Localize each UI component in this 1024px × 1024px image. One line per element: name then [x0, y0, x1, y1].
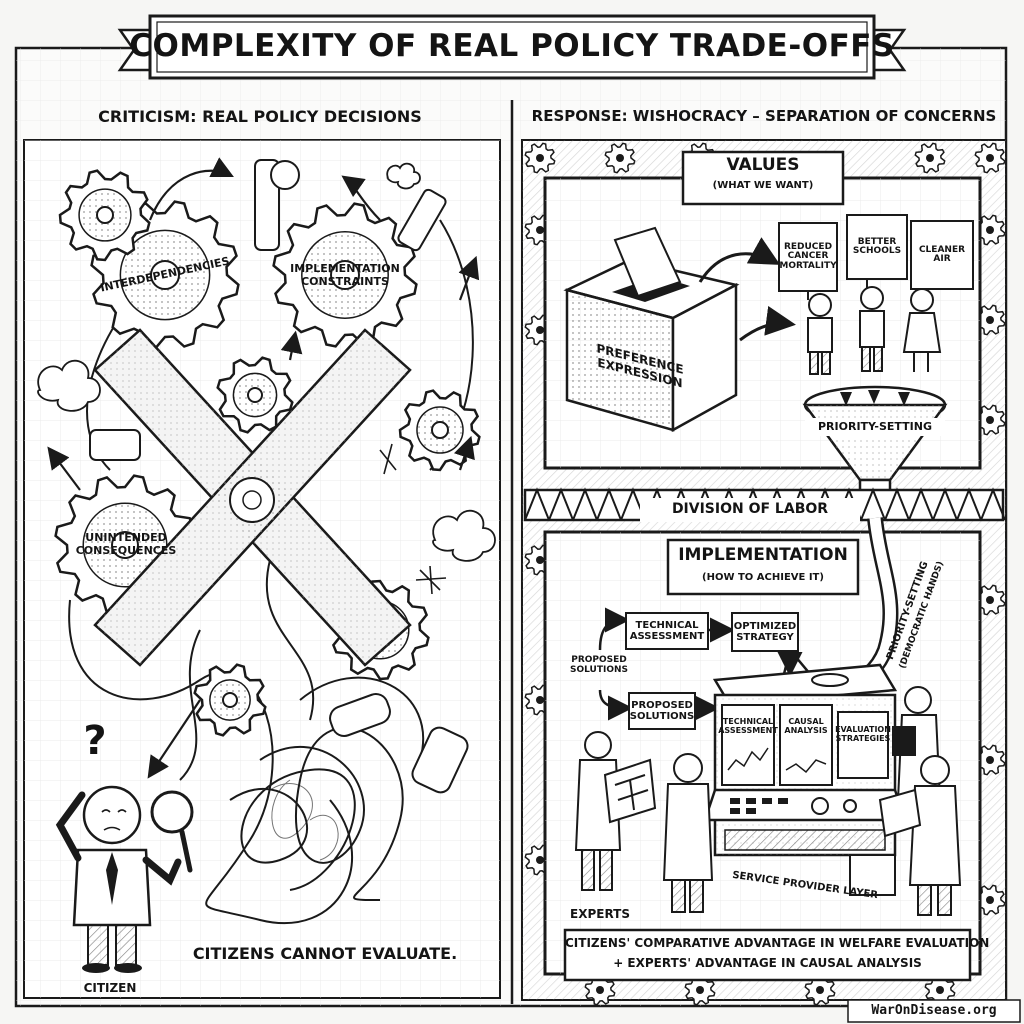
chaos-arrows: [47, 157, 480, 779]
control-machine: [703, 663, 907, 896]
flow-proposed-solutions-2: PROPOSED SOLUTIONS: [628, 692, 696, 730]
implementation-banner: [666, 538, 860, 596]
border-gear: [974, 142, 1006, 174]
implementation-subtitle: (HOW TO ACHIEVE IT): [702, 572, 824, 583]
gear-label-unintended-consequences: UNINTENDED CONSEQUENCES: [75, 531, 177, 557]
magnifying-glass-icon: [150, 790, 194, 873]
implementation-title: IMPLEMENTATION: [678, 545, 848, 565]
ballot-arrows: [698, 237, 796, 342]
sign-cleaner-air: CLEANER AIR: [910, 220, 974, 290]
expert-figures: [574, 686, 962, 916]
border-gear: [604, 142, 636, 174]
border-gear: [524, 142, 556, 174]
gear-hub: [96, 206, 114, 224]
citizen-label: CITIZEN: [83, 981, 137, 995]
small-gear: [216, 356, 294, 434]
gear-hub: [111, 531, 139, 559]
left-panel: [23, 139, 501, 999]
gear-hub: [150, 260, 180, 290]
sign-better-schools: BETTER SCHOOLS: [846, 214, 908, 280]
screen-technical-assessment: TECHNICAL ASSESSMENT: [718, 716, 778, 735]
flow-proposed-solutions-1: PROPOSED SOLUTIONS: [569, 654, 628, 675]
big-x-mark: [93, 328, 412, 667]
flow-optimized-strategy: OPTIMIZED STRATEGY: [731, 612, 799, 652]
citizen-figure: [55, 785, 182, 973]
division-of-labor-bridge: [523, 487, 1006, 522]
tool-shapes: [89, 159, 469, 794]
right-heading: RESPONSE: WISHOCRACY – SEPARATION OF CON…: [531, 107, 997, 125]
gear-interdependencies: [90, 200, 240, 350]
smoke-clouds: [37, 162, 496, 562]
bottom-statement-line-1: CITIZENS' COMPARATIVE ADVANTAGE IN WELFA…: [565, 936, 990, 950]
bridge-label: DIVISION OF LABOR: [671, 500, 829, 517]
values-title: VALUES: [726, 155, 800, 175]
screen-causal-analysis: CAUSAL ANALYSIS: [784, 716, 828, 735]
flow-technical-assessment: TECHNICAL ASSESSMENT: [625, 612, 709, 650]
gear-hub: [431, 421, 449, 439]
gear-hub: [247, 387, 263, 403]
watermark-box: [847, 999, 1021, 1023]
gear-implementation-constraints: [272, 202, 418, 348]
small-gear: [58, 169, 151, 262]
border-gear: [974, 404, 1006, 436]
sparks: [379, 443, 447, 595]
people-with-signs: [807, 270, 942, 375]
left-caption: CITIZENS CANNOT EVALUATE.: [192, 944, 458, 963]
experts-label: EXPERTS: [570, 907, 630, 921]
values-banner: [681, 150, 845, 206]
funnel-label: PRIORITY-SETTING: [805, 418, 945, 436]
values-subtitle: (WHAT WE WANT): [712, 180, 814, 191]
sign-reduced-cancer-mortality: REDUCED CANCER MORTALITY: [778, 222, 838, 292]
border-gear: [974, 584, 1006, 616]
gear-hub: [330, 260, 360, 290]
bottom-statement-line-2: + EXPERTS' ADVANTAGE IN CAUSAL ANALYSIS: [613, 956, 922, 970]
watermark: WarOnDisease.org: [871, 1002, 997, 1018]
left-heading: CRITICISM: REAL POLICY DECISIONS: [98, 107, 422, 126]
question-mark-icon: ?: [83, 718, 107, 764]
bottom-statement-box: [563, 928, 972, 982]
border-gear: [914, 142, 946, 174]
ballot-box: [563, 226, 740, 433]
page-title: COMPLEXITY OF REAL POLICY TRADE-OFFS: [129, 28, 895, 65]
gear-label-implementation-constraints: IMPLEMENTATION CONSTRAINTS: [290, 262, 400, 288]
title-banner: [117, 14, 907, 80]
gear-hub: [222, 692, 238, 708]
small-gear: [193, 663, 267, 737]
screen-evaluation-strategies: EVALUATION STRATEGIES: [835, 724, 891, 743]
